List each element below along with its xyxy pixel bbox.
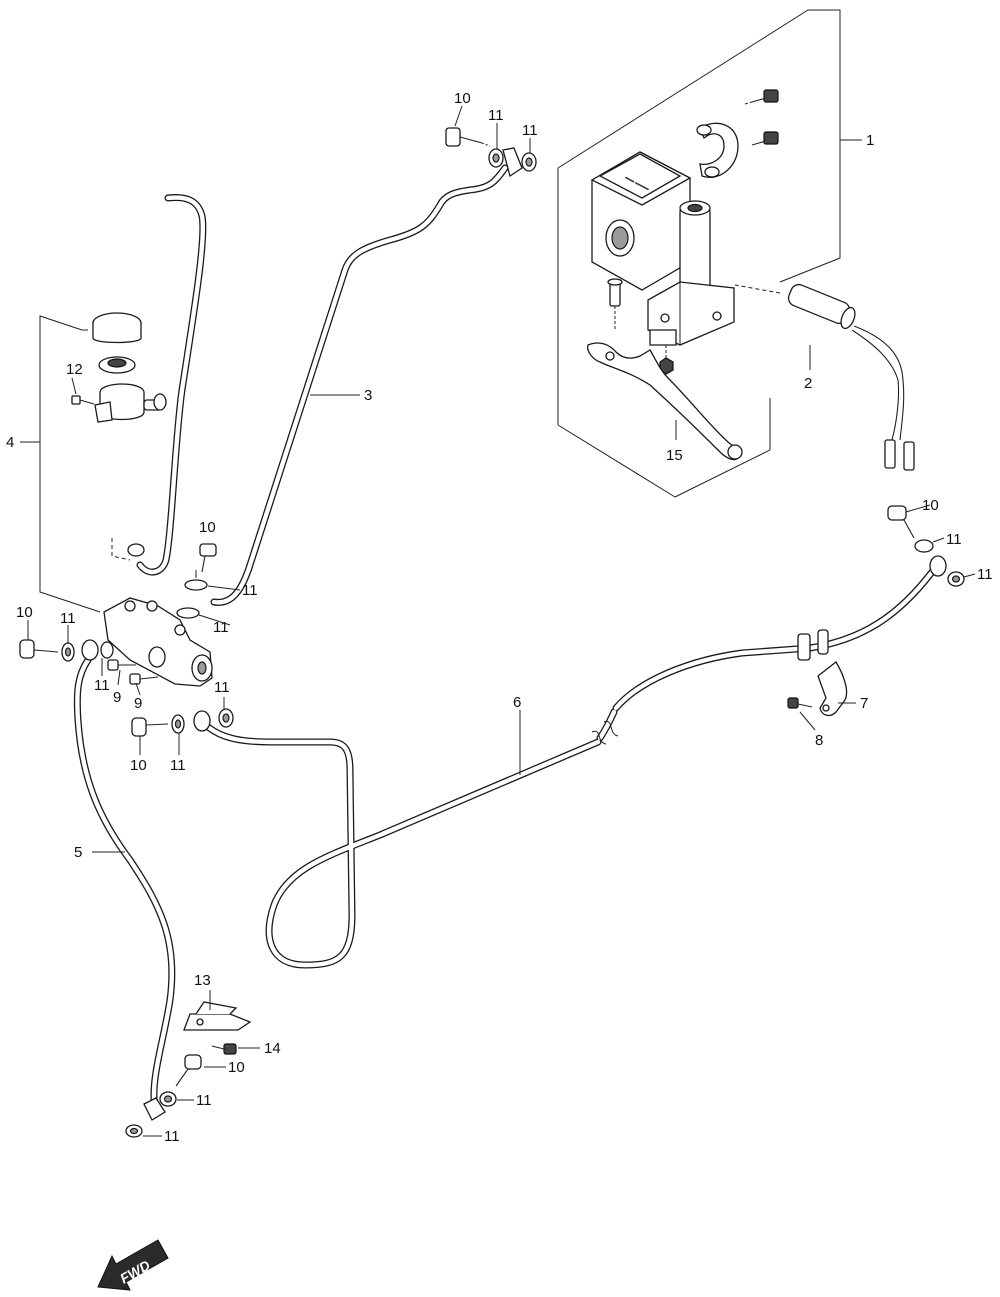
callout-1: 1 (866, 132, 874, 149)
reservoir-cap (92, 312, 142, 344)
banjo-bolt-left (19, 639, 59, 659)
hose-bracket (817, 661, 848, 717)
callout-2: 2 (804, 375, 812, 392)
master-cylinder-group-outline (557, 9, 841, 498)
callout-13: 13 (194, 972, 211, 989)
banjo-bolt-bottom (175, 1054, 202, 1087)
pivot-bolt (607, 278, 623, 330)
delay-valve-block (103, 597, 213, 687)
callout-10-right: 10 (922, 497, 939, 514)
brake-lever (587, 342, 743, 461)
hose-clip-lower (111, 538, 145, 561)
callout-11-left-2: 11 (94, 677, 110, 694)
sealing-washer-right-2 (947, 571, 965, 587)
callout-10-left: 10 (16, 604, 33, 621)
callout-3: 3 (364, 387, 372, 404)
mount-bolt-lower (129, 673, 159, 685)
callout-10-mid: 10 (199, 519, 216, 536)
reservoir-hose-4 (136, 194, 207, 576)
banjo-bolt-lower-mid (131, 717, 169, 737)
callout-9a: 9 (113, 689, 121, 706)
callout-11-bottom-1: 11 (196, 1092, 212, 1109)
clamp-bolt-lower (751, 131, 779, 146)
callout-10-bottom: 10 (228, 1059, 245, 1076)
callout-11-right-1: 11 (946, 531, 962, 548)
hose-clip-upper (153, 393, 167, 411)
reservoir-group-outline (20, 315, 101, 613)
sealing-washer-top-1 (488, 148, 504, 168)
sealing-washer-bottom-1 (159, 1091, 177, 1107)
forward-direction-arrow: FWD (97, 1239, 169, 1291)
callouts: 1 2 3 4 5 6 7 8 9 9 10 10 10 10 10 10 11… (6, 90, 993, 1145)
banjo-bolt-mid-top (199, 543, 217, 573)
sealing-washer-lower-mid-1 (171, 714, 185, 734)
brake-hose-6 (204, 564, 939, 969)
callout-11-mid-1: 11 (242, 582, 258, 599)
callout-11-lower-mid-2: 11 (170, 757, 186, 774)
master-cylinder: ▬▬ ▬▬▬ (590, 151, 735, 346)
clamp-holder (696, 122, 739, 178)
callout-14: 14 (264, 1040, 281, 1057)
callout-11-top-1: 11 (488, 107, 504, 124)
callout-8: 8 (815, 732, 823, 749)
callout-11-mid-2: 11 (213, 619, 229, 636)
banjo-fitting-right (929, 555, 947, 577)
brake-hose-5 (73, 656, 176, 1112)
clamp-bolt-upper (744, 89, 779, 105)
brake-hose-3 (210, 164, 509, 606)
callout-11-bottom-2: 11 (164, 1128, 180, 1145)
callout-12: 12 (66, 361, 83, 378)
reservoir-screw (71, 395, 95, 405)
hose-clamp-bracket (183, 1001, 252, 1031)
callout-11-left-1: 11 (60, 610, 76, 627)
callout-9b: 9 (134, 695, 142, 712)
callout-11-top-2: 11 (522, 122, 538, 139)
banjo-bolt-top (445, 127, 491, 147)
sealing-washer-top-2 (521, 152, 537, 172)
callout-10-top: 10 (454, 90, 471, 107)
reservoir-diaphragm (98, 356, 136, 374)
callout-7: 7 (860, 695, 868, 712)
callout-5: 5 (74, 844, 82, 861)
banjo-fitting-top (502, 147, 523, 178)
callout-15: 15 (666, 447, 683, 464)
sealing-washer-bottom-2 (125, 1124, 143, 1138)
sealing-washer-right-1 (914, 539, 934, 553)
callout-11-lower-mid-1: 11 (214, 679, 230, 696)
sealing-washer-left-1 (61, 642, 75, 662)
callout-4: 4 (6, 434, 14, 451)
hose-grommet (797, 629, 829, 661)
reservoir-body (94, 383, 163, 423)
sealing-washer-mid-1 (184, 579, 208, 591)
banjo-fitting-left (81, 639, 99, 661)
banjo-bolt-right (887, 505, 915, 539)
callout-10-lower-mid: 10 (130, 757, 147, 774)
callout-6: 6 (513, 694, 521, 711)
clamp-bracket-bolt (211, 1043, 237, 1055)
sealing-washer-left-2 (100, 641, 114, 659)
sealing-washer-mid-2 (176, 607, 200, 619)
banjo-fitting-bottom (143, 1097, 166, 1121)
banjo-fitting-lower-mid (193, 710, 211, 732)
bracket-bolt (787, 697, 813, 709)
brake-switch (734, 283, 915, 471)
mount-bolt-upper (107, 659, 136, 671)
callout-11-right-2: 11 (977, 566, 993, 583)
sealing-washer-lower-mid-2 (218, 708, 234, 728)
leader-lines (27, 105, 976, 1137)
